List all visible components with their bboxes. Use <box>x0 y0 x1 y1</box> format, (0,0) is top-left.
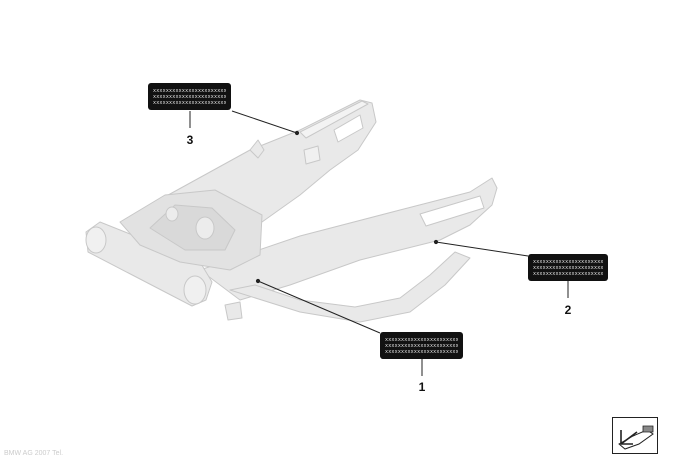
leader-dot-1 <box>255 278 261 284</box>
leader-line-3 <box>231 110 298 134</box>
direction-arrow-icon <box>618 425 654 450</box>
watermark: BMW AG 2007 Tel. <box>4 450 64 457</box>
callout-number-1: 1 <box>418 380 426 394</box>
direction-box <box>612 417 658 454</box>
leader-dot-3 <box>294 130 300 136</box>
leader-line-1 <box>257 280 381 334</box>
callout-number-2: 2 <box>564 303 572 317</box>
leader-line-2 <box>435 241 529 257</box>
callout-number-3: 3 <box>186 133 194 147</box>
leader-dot-2 <box>433 239 439 245</box>
